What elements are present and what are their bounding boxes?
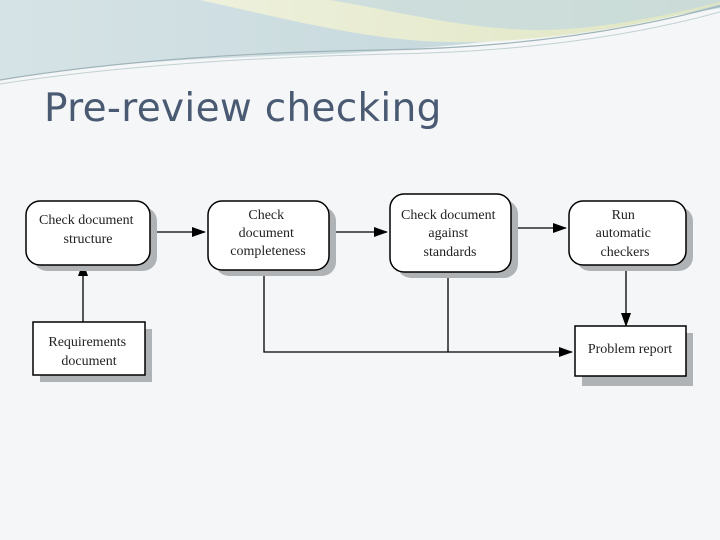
node-label-line: structure (64, 232, 113, 247)
svg-text:Check document com: Check document completeness (230, 208, 305, 259)
node-run-automatic-checkers: Run automatic checkers (568, 200, 693, 271)
slide-title: Pre-review checking (44, 86, 442, 131)
node-label-line: checkers (601, 245, 650, 260)
node-check-document-completeness: Check document completeness (207, 200, 336, 276)
node-label-line: Problem report (588, 342, 672, 357)
svg-text:Problem report: Problem report (588, 342, 672, 357)
node-label-line: Check (248, 208, 284, 223)
node-label-line: Requirements (48, 335, 126, 350)
svg-text:Requirements document: Requirements document (48, 335, 129, 369)
node-label-line: Check document (401, 208, 496, 223)
node-label-line: Run (612, 208, 635, 223)
pre-review-flow-diagram: Check document structure Check document … (25, 193, 693, 386)
svg-text:Run automatic chec: Run automatic checkers (596, 208, 655, 260)
node-label-line: automatic (596, 226, 651, 241)
node-label-line: against (428, 226, 468, 241)
node-problem-report: Problem report (574, 325, 693, 386)
header-banner (0, 0, 720, 85)
connector-completeness-to-report (263, 269, 573, 357)
node-label-line: document (239, 226, 294, 241)
svg-text:Check document structure: Check document structure (39, 213, 137, 247)
node-label-line: completeness (230, 244, 305, 259)
svg-text:Check document against: Check document against standards (401, 208, 499, 260)
node-check-document-against-standards: Check document against standards (389, 193, 518, 278)
node-label-line: document (61, 354, 116, 369)
node-label-line: Check document (39, 213, 134, 228)
node-check-document-structure: Check document structure (25, 200, 157, 271)
node-requirements-document: Requirements document (32, 321, 152, 382)
node-label-line: standards (424, 245, 477, 260)
